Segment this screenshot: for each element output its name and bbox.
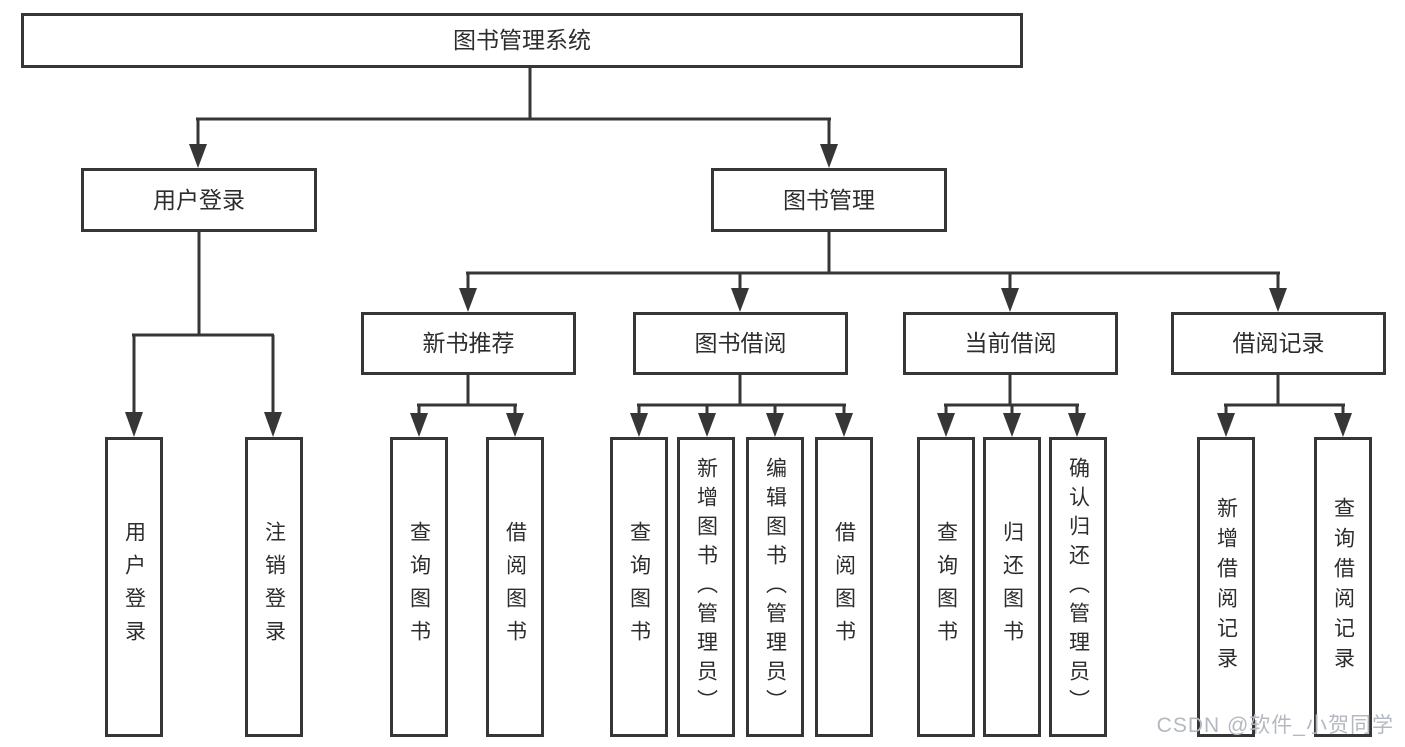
leaf-borrow-add-book-admin: 新增图书（管理员） [677,437,735,737]
leaf-records-query-record: 查询借阅记录 [1314,437,1372,737]
node-book-management: 图书管理 [711,168,947,232]
leaf-recommend-query-book: 查询图书 [390,437,448,737]
leaf-logout: 注销登录 [245,437,303,737]
leaf-borrow-edit-book-admin: 编辑图书（管理员） [746,437,804,737]
leaf-borrow-borrow-book: 借阅图书 [815,437,873,737]
leaf-current-confirm-return-admin: 确认归还（管理员） [1049,437,1107,737]
leaf-current-return-book: 归还图书 [983,437,1041,737]
node-book-management-label: 图书管理 [783,186,875,213]
node-new-book-recommend-label: 新书推荐 [422,330,515,356]
leaf-borrow-query-book: 查询图书 [610,437,668,737]
node-root-label: 图书管理系统 [453,27,591,53]
node-new-book-recommend: 新书推荐 [361,312,576,375]
node-current-borrow-label: 当前借阅 [964,330,1057,356]
node-borrow-records-label: 借阅记录 [1232,330,1325,356]
node-borrow-records: 借阅记录 [1171,312,1386,375]
node-book-borrow-label: 图书借阅 [694,330,787,356]
node-user-login: 用户登录 [81,168,317,232]
node-root: 图书管理系统 [21,13,1023,68]
leaf-user-login: 用户登录 [105,437,163,737]
node-user-login-label: 用户登录 [153,186,245,213]
node-current-borrow: 当前借阅 [903,312,1118,375]
leaf-records-add-record: 新增借阅记录 [1197,437,1255,737]
node-book-borrow: 图书借阅 [633,312,848,375]
leaf-recommend-borrow-book: 借阅图书 [486,437,544,737]
leaf-current-query-book: 查询图书 [917,437,975,737]
